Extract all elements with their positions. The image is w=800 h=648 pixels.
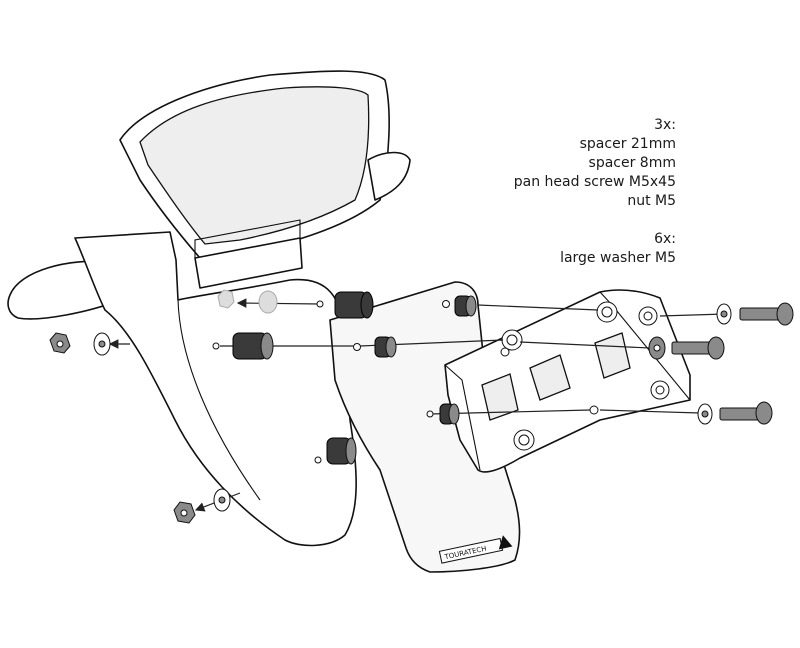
parts-list: 3x: spacer 21mm spacer 8mm pan head scre… xyxy=(514,116,676,268)
list-gap xyxy=(514,211,676,230)
item-pan-head-screw: pan head screw M5x45 xyxy=(513,174,676,190)
item-large-washer: large washer M5 xyxy=(560,250,676,266)
hardware xyxy=(49,289,794,524)
spacer-8mm-1 xyxy=(454,295,477,317)
screw-3 xyxy=(719,401,773,425)
ghost-washer xyxy=(258,290,278,314)
spacer-21mm-1 xyxy=(334,291,374,319)
screw-2 xyxy=(671,336,725,360)
item-spacer-21mm: spacer 21mm xyxy=(579,136,676,152)
qty-3x: 3x: xyxy=(654,117,676,133)
bracket xyxy=(444,289,691,473)
item-spacer-8mm: spacer 8mm xyxy=(588,155,676,171)
spacer-21mm-2 xyxy=(232,332,274,360)
screw-1 xyxy=(739,302,794,326)
fairing-body xyxy=(7,70,411,547)
item-nut: nut M5 xyxy=(627,193,676,209)
ghost-nut xyxy=(217,289,235,309)
spacer-8mm-2 xyxy=(374,336,397,358)
qty-6x: 6x: xyxy=(654,231,676,247)
spacer-8mm-3 xyxy=(439,403,460,425)
spacer-21mm-3 xyxy=(326,437,357,465)
